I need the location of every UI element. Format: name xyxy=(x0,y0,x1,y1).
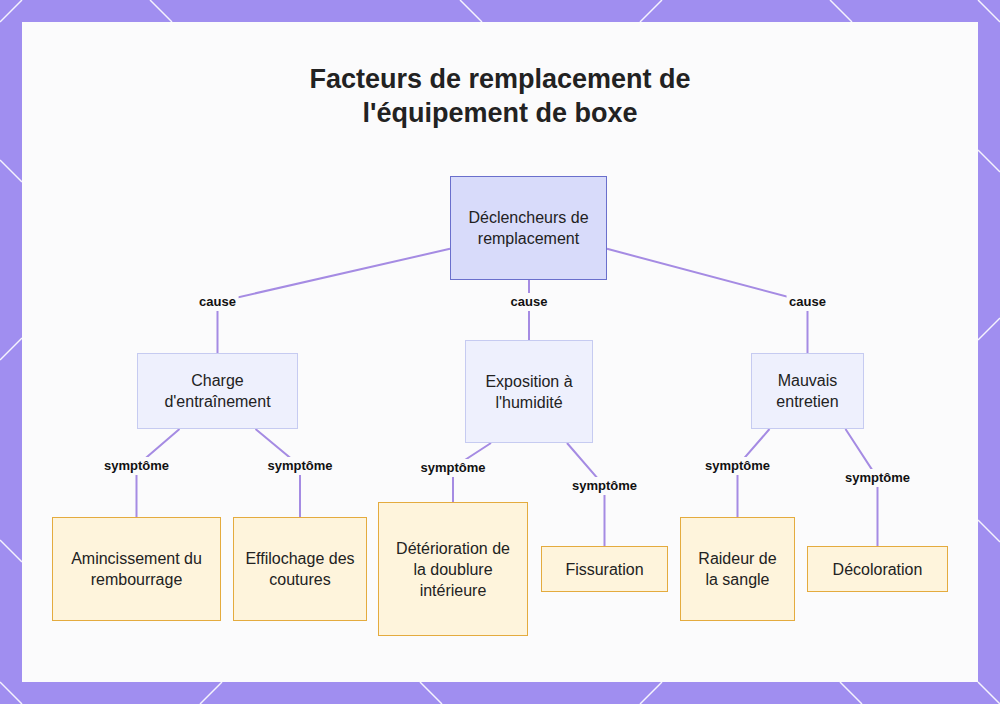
cause-box: Mauvais entretien xyxy=(751,353,864,429)
edge-label: symptôme xyxy=(101,457,172,475)
node-text: Effilochage des coutures xyxy=(244,548,356,590)
diagram-title: Facteurs de remplacement de l'équipement… xyxy=(250,62,750,130)
node-text: Mauvais entretien xyxy=(762,370,853,412)
symptom-box: Effilochage des coutures xyxy=(233,517,367,621)
symptom-box: Raideur de la sangle xyxy=(680,517,795,621)
node-text: Charge d'entraînement xyxy=(148,370,287,412)
node-text: Déclencheurs de remplacement xyxy=(461,207,596,249)
edge-label: cause xyxy=(786,293,829,311)
cause-box: Charge d'entraînement xyxy=(137,353,298,429)
symptom-box: Amincissement du rembourrage xyxy=(52,517,221,621)
node-text: Décoloration xyxy=(833,559,923,580)
edge-label: symptôme xyxy=(569,477,640,495)
edge-label: cause xyxy=(196,293,239,311)
symptom-box: Fissuration xyxy=(541,546,668,592)
connector xyxy=(607,249,808,353)
edge-label: cause xyxy=(508,293,551,311)
connector xyxy=(218,249,451,353)
root-box: Déclencheurs de remplacement xyxy=(450,176,607,280)
symptom-box: Décoloration xyxy=(807,546,948,592)
node-text: Amincissement du rembourrage xyxy=(63,548,210,590)
edge-label: symptôme xyxy=(417,459,488,477)
node-text: Exposition à l'humidité xyxy=(476,371,582,413)
node-text: Détérioration de la doublure intérieure xyxy=(389,538,517,601)
edge-label: symptôme xyxy=(702,457,773,475)
connector xyxy=(846,429,878,546)
edge-label: symptôme xyxy=(842,469,913,487)
node-text: Fissuration xyxy=(565,559,643,580)
symptom-box: Détérioration de la doublure intérieure xyxy=(378,502,528,636)
node-text: Raideur de la sangle xyxy=(691,548,784,590)
cause-box: Exposition à l'humidité xyxy=(465,340,593,443)
edge-label: symptôme xyxy=(264,457,335,475)
